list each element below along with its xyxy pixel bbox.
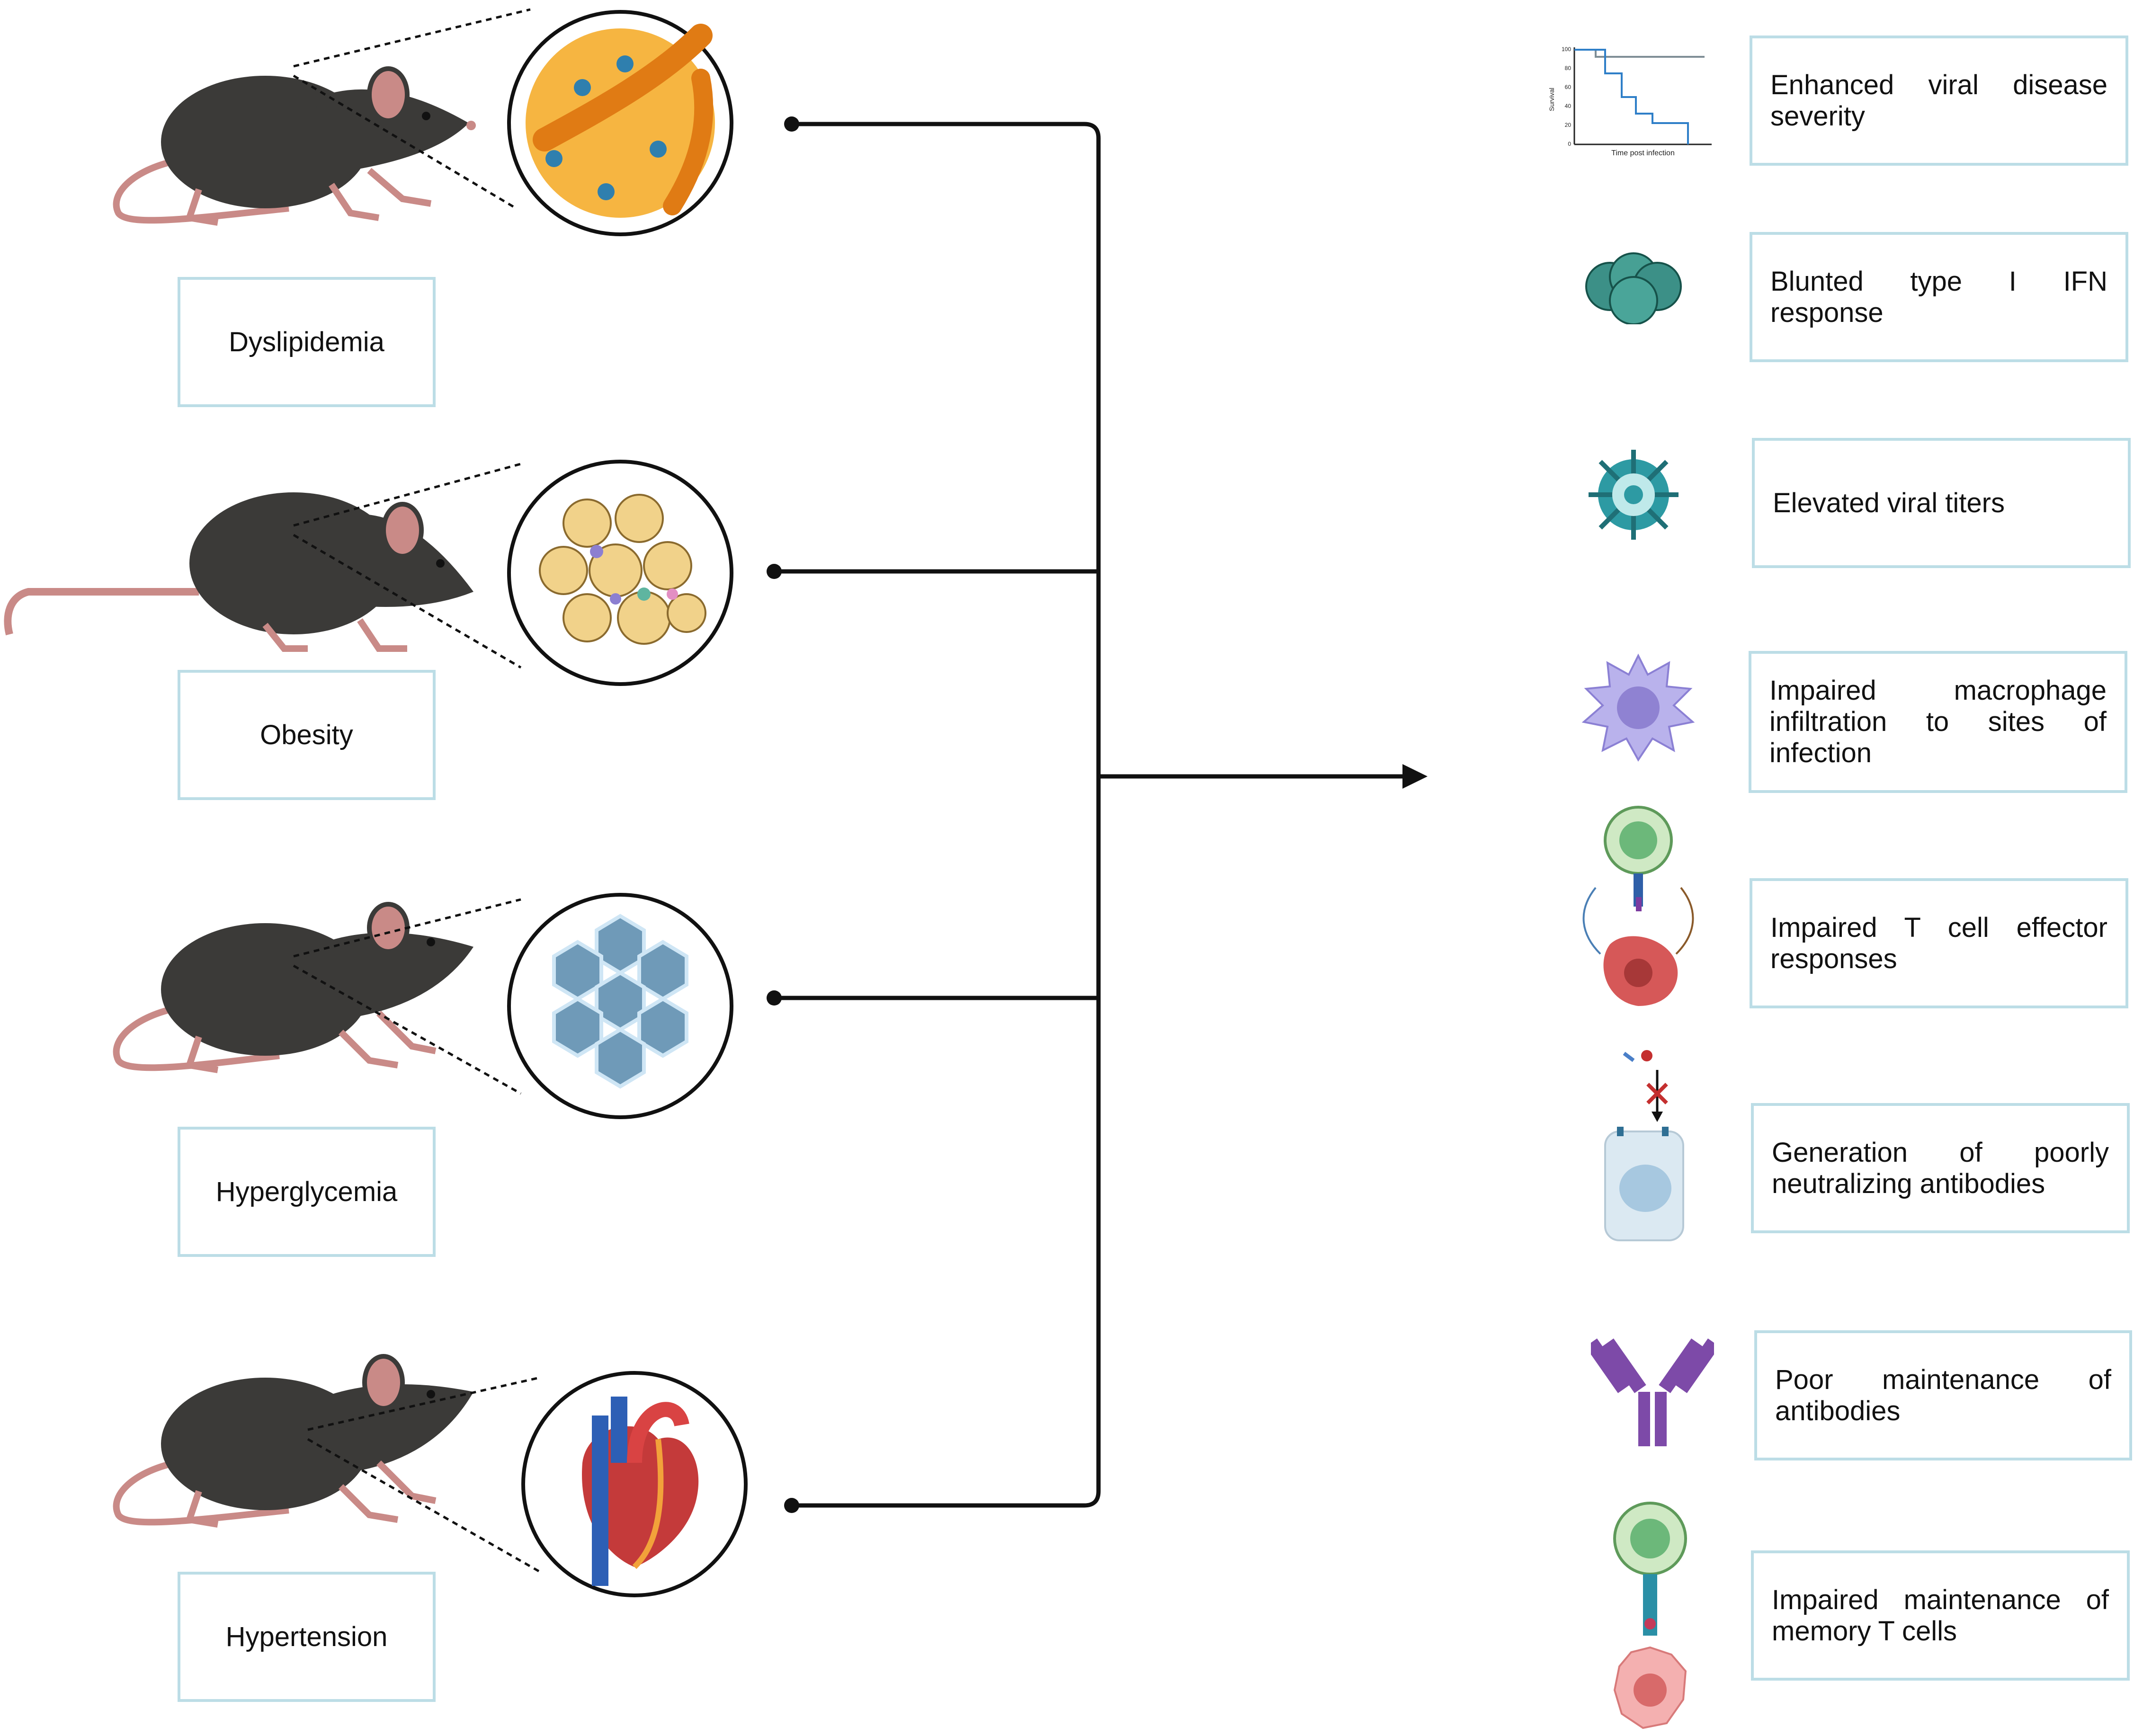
adipose-tissue-icon	[507, 460, 733, 686]
mouse-icon	[4, 492, 473, 652]
b-cell-icon	[1604, 1050, 1684, 1241]
effect-box: Impaired T cell effector responses	[1750, 878, 2128, 1008]
effect-label: Impaired macrophage infiltration to site…	[1769, 675, 2107, 768]
zoom-lines	[293, 8, 531, 210]
effect-label: Enhanced viral disease severity	[1770, 69, 2107, 132]
condition-box-dyslipidemia: Dyslipidemia	[178, 277, 436, 407]
fat-cell-icon	[507, 10, 733, 236]
effect-label: Blunted type I IFN response	[1770, 266, 2107, 328]
effect-box: Blunted type I IFN response	[1750, 232, 2128, 362]
effect-label: Impaired T cell effector responses	[1770, 912, 2107, 974]
connector-dot	[784, 1498, 799, 1513]
antibody-icon	[1591, 1338, 1714, 1446]
condition-box-obesity: Obesity	[178, 670, 436, 800]
connector-dot	[784, 116, 799, 132]
y-tick: 100	[1562, 46, 1571, 53]
survival-curve-icon: 100 80 60 40 20 0 Survival Time post inf…	[1548, 46, 1712, 157]
connector-dot	[767, 990, 782, 1006]
connector-dot	[767, 564, 782, 579]
mouse-icon	[113, 902, 473, 1073]
zoom-lines	[293, 463, 522, 669]
effect-label: Impaired maintenance of memory T cells	[1772, 1584, 2109, 1647]
effect-box: Impaired macrophage infiltration to site…	[1749, 651, 2127, 793]
y-tick: 40	[1565, 103, 1571, 109]
effect-label: Generation of poorly neutralizing antibo…	[1772, 1137, 2109, 1199]
effect-label: Elevated viral titers	[1773, 487, 2005, 518]
condition-label: Dyslipidemia	[229, 327, 384, 357]
effect-box: Poor maintenance of antibodies	[1754, 1330, 2132, 1460]
condition-label: Hyperglycemia	[215, 1176, 398, 1207]
y-tick: 0	[1568, 141, 1571, 147]
effect-label: Poor maintenance of antibodies	[1775, 1364, 2111, 1426]
effect-box: Generation of poorly neutralizing antibo…	[1751, 1103, 2130, 1233]
y-tick: 80	[1565, 65, 1571, 71]
virus-icon	[1589, 450, 1679, 540]
glucose-hexagon-icon	[507, 893, 733, 1119]
y-tick: 20	[1565, 122, 1571, 128]
x-axis-label: Time post infection	[1611, 149, 1675, 157]
arrow-head	[1402, 764, 1428, 789]
condition-label: Obesity	[260, 720, 353, 750]
condition-box-hyperglycemia: Hyperglycemia	[178, 1127, 436, 1257]
effect-box: Enhanced viral disease severity	[1750, 36, 2128, 166]
effect-box: Impaired maintenance of memory T cells	[1751, 1550, 2130, 1681]
memory-t-cell-icon	[1613, 1502, 1687, 1729]
zoom-lines	[293, 898, 522, 1095]
y-tick: 60	[1565, 84, 1571, 90]
heart-icon	[521, 1371, 748, 1597]
condition-label: Hypertension	[225, 1621, 388, 1652]
effect-box: Elevated viral titers	[1752, 438, 2131, 568]
zoom-lines	[307, 1376, 541, 1573]
t-cell-killing-icon	[1582, 806, 1694, 1006]
mouse-icon	[113, 1354, 473, 1528]
y-axis-label: Survival	[1548, 88, 1555, 111]
macrophage-icon	[1581, 653, 1695, 762]
condition-box-hypertension: Hypertension	[178, 1572, 436, 1702]
interferon-cluster-icon	[1585, 252, 1682, 324]
